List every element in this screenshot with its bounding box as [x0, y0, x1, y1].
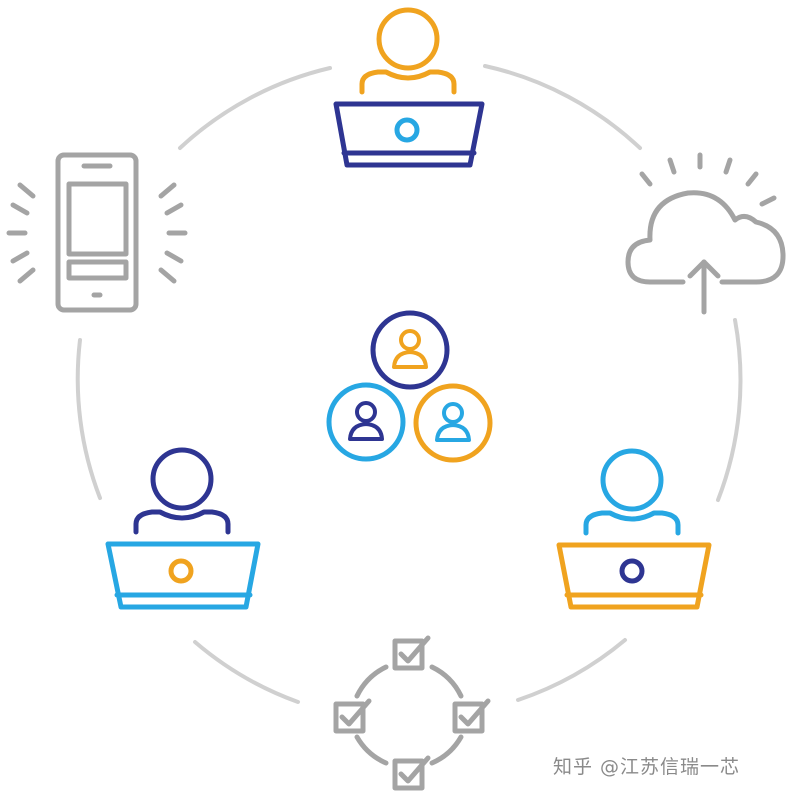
top-user-laptop-icon: [333, 7, 485, 168]
group-circle-top: [370, 310, 450, 390]
checkbox-cycle-icon: [333, 635, 491, 791]
left-user-laptop-icon: [105, 447, 261, 610]
group-circle-left: [326, 382, 406, 462]
cloud-upload-icon: [625, 152, 786, 315]
connection-ring: [75, 64, 743, 704]
user-group-icon: [326, 310, 493, 463]
watermark: 知乎 @江苏信瑞一芯: [553, 756, 741, 778]
right-user-laptop-icon: [556, 448, 712, 610]
mobile-phone-icon: [6, 152, 188, 313]
group-circle-right: [413, 383, 493, 463]
